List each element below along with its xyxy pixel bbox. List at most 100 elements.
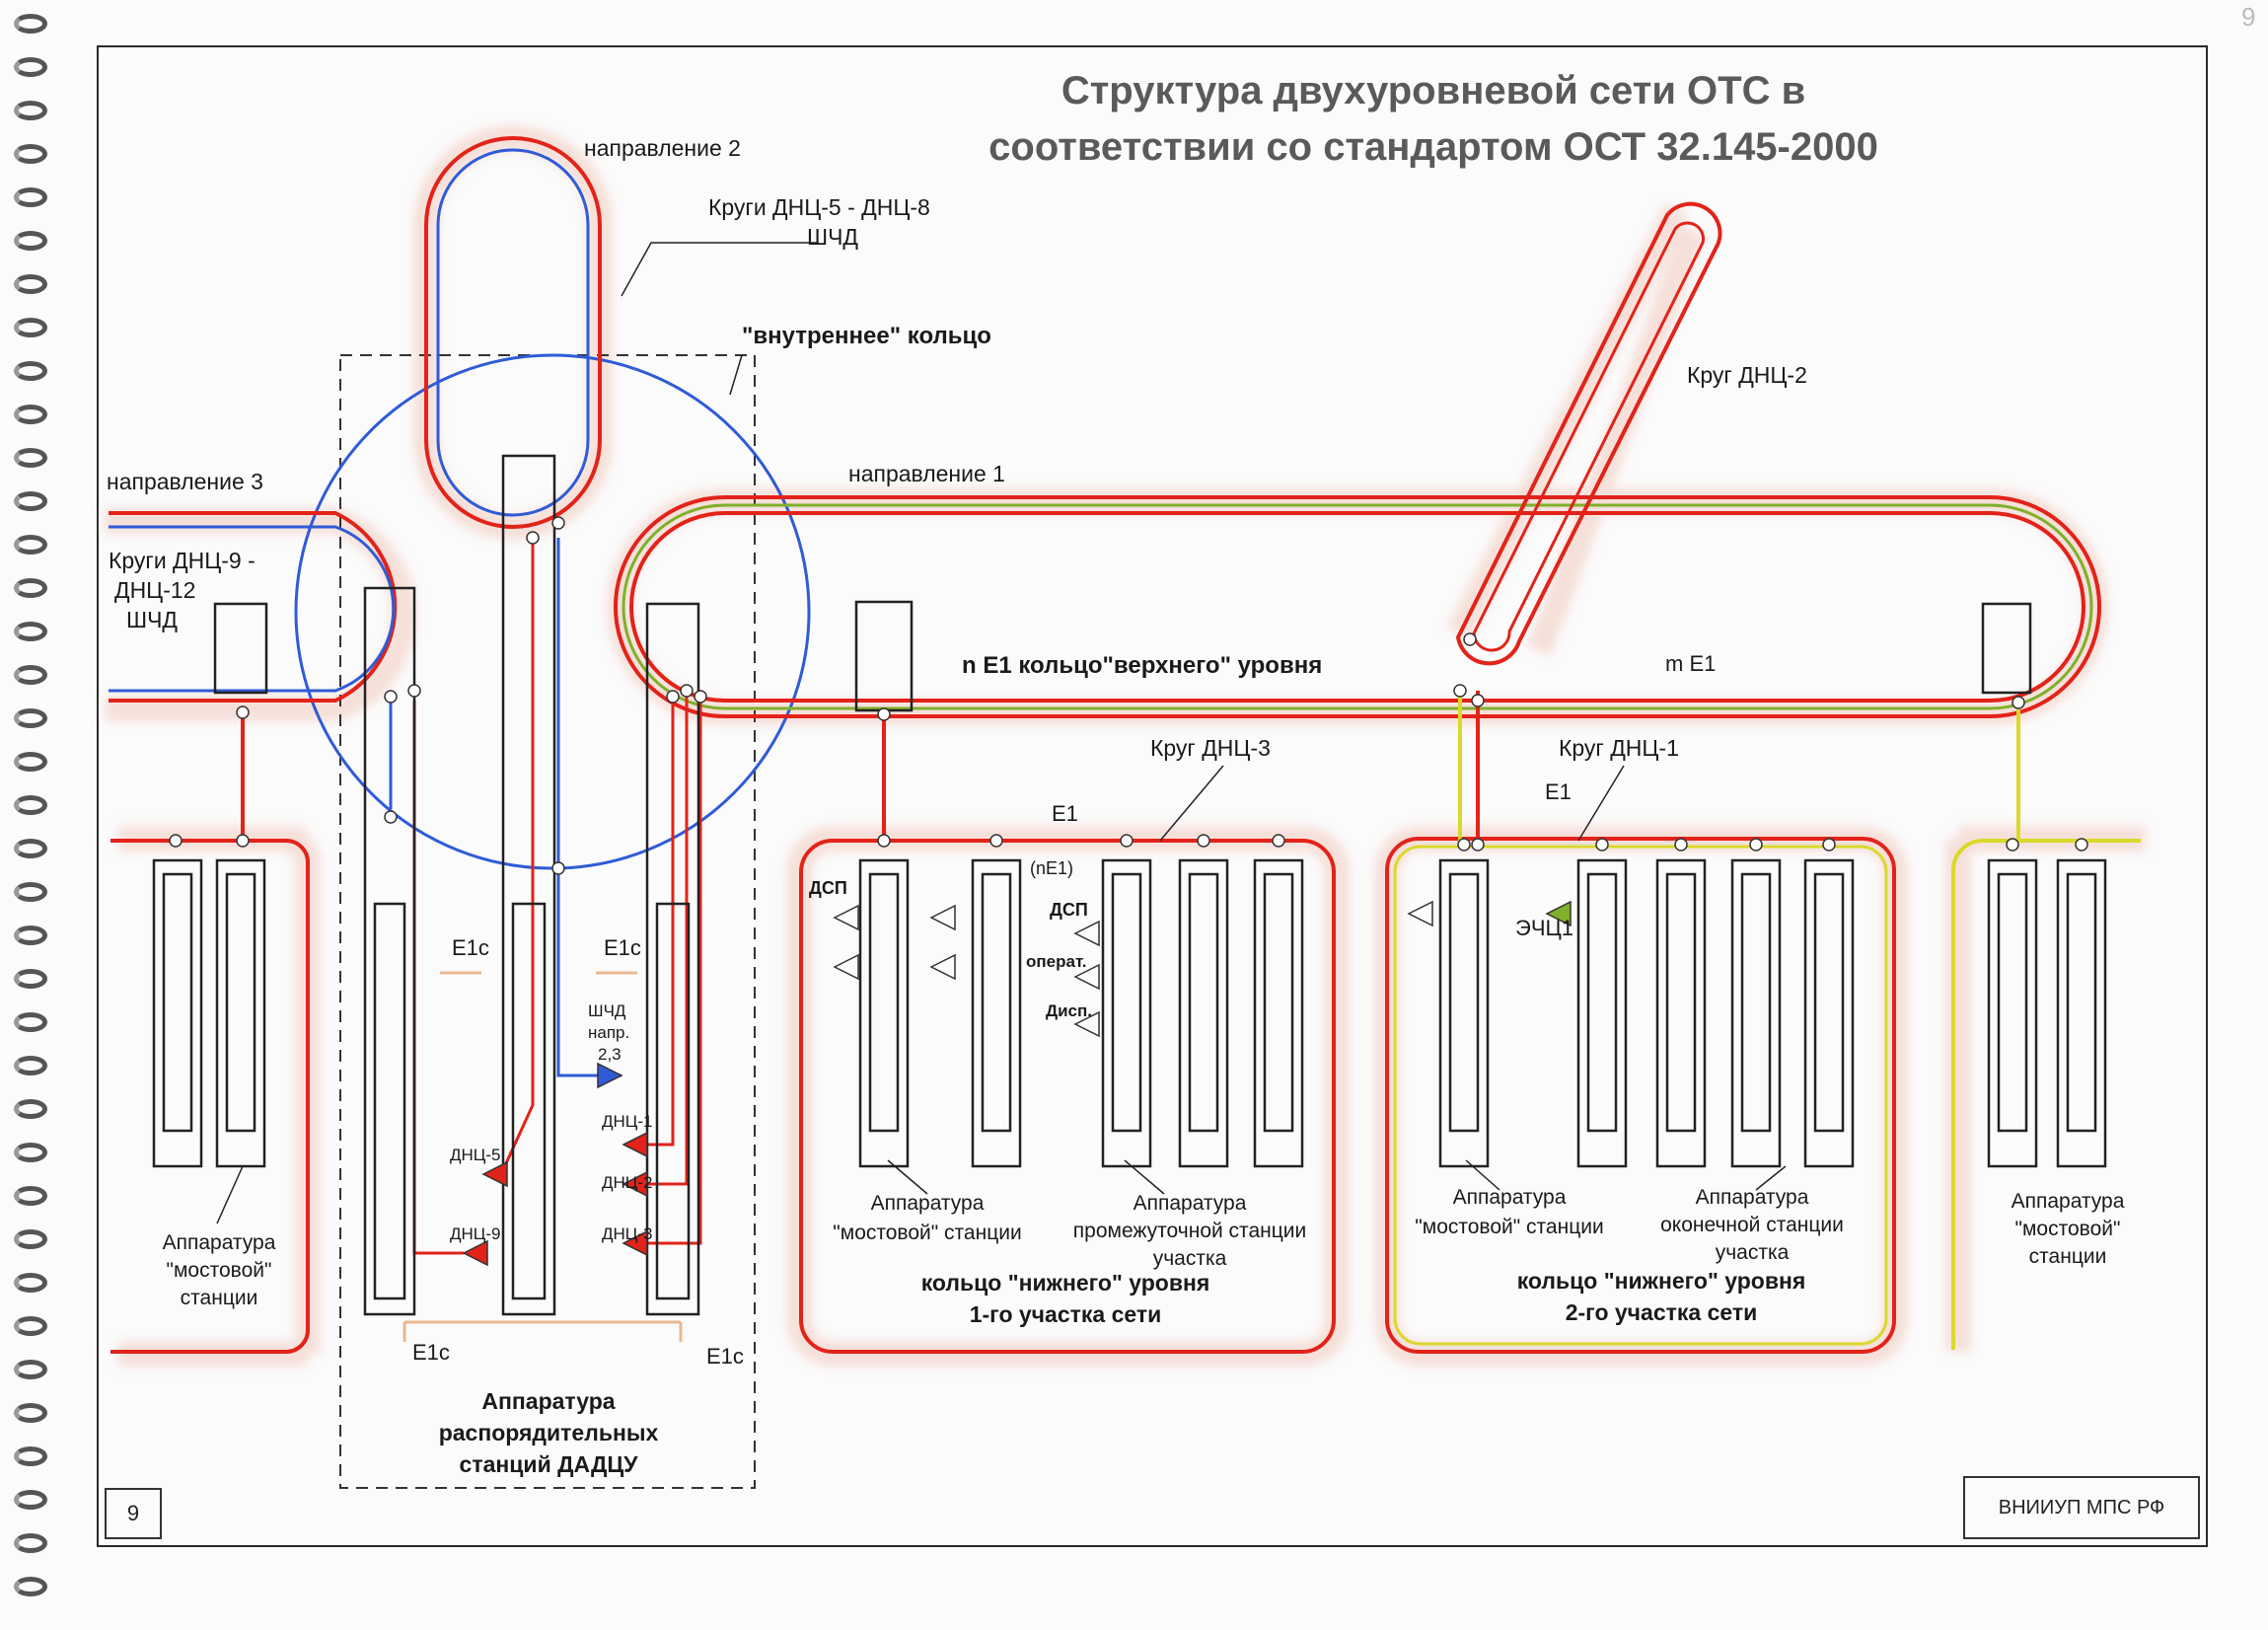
label-e1c-4: E1c	[706, 1344, 744, 1369]
binding-ring	[14, 14, 47, 34]
label-circle-dnc3: Круг ДНЦ-3	[1150, 735, 1271, 761]
binding-ring	[14, 57, 47, 77]
binding-ring	[14, 1056, 47, 1075]
binding-ring	[14, 405, 47, 424]
binding-ring	[14, 491, 47, 511]
label-dnc2: ДНЦ-2	[602, 1173, 652, 1192]
corner-page-number: 9	[2241, 2, 2256, 32]
binding-ring	[14, 622, 47, 641]
label-e1c-2: E1c	[604, 935, 641, 960]
binding-ring	[14, 1533, 47, 1553]
label-shchd-1: ШЧД	[588, 1001, 626, 1020]
binding-ring	[14, 535, 47, 555]
label-e1c-1: E1c	[452, 935, 489, 960]
binding-ring	[14, 1446, 47, 1466]
label-app-disp-2: распорядительных	[439, 1420, 659, 1445]
nodes	[169, 516, 2088, 875]
title-line1: Структура двухуровневой сети ОТС в	[1061, 69, 1805, 112]
page-number-box: 9	[105, 1488, 162, 1539]
label-dnc1: ДНЦ-1	[602, 1112, 652, 1131]
label-circles-912-a: Круги ДНЦ-9 -	[109, 548, 256, 573]
binding-ring	[14, 231, 47, 251]
binding-ring	[14, 1012, 47, 1032]
label-dnc3: ДНЦ-3	[602, 1224, 652, 1243]
binding-ring	[14, 882, 47, 902]
label-lower-ring2-a: кольцо "нижнего" уровня	[1517, 1268, 1806, 1294]
label-e1-a: E1	[1052, 801, 1078, 826]
label-ne1: (nE1)	[1030, 858, 1073, 878]
label-m-e1: m E1	[1665, 651, 1716, 676]
labels: направление 2 Круги ДНЦ-5 - ДНЦ-8 ШЧД "в…	[107, 135, 2125, 1477]
binding-ring	[14, 1229, 47, 1249]
label-e1c-3: E1c	[412, 1340, 450, 1365]
inner-ring	[294, 353, 811, 870]
title-line2: соответствии со стандартом ОСТ 32.145-20…	[988, 125, 1878, 169]
ring-direction-2	[424, 136, 602, 529]
lower-ring-2	[1385, 837, 1896, 1354]
binding-ring	[14, 101, 47, 120]
label-app-term-2: оконечной станции	[1660, 1214, 1844, 1236]
label-shchd-3: 2,3	[598, 1045, 622, 1064]
label-dir1: направление 1	[848, 461, 1005, 486]
binding-ring	[14, 1360, 47, 1379]
label-app-bridge-s1: Аппаратура	[871, 1192, 985, 1215]
label-app-bridge-left-3: станции	[181, 1287, 258, 1309]
label-app-bridge-s2: Аппаратура	[1453, 1186, 1567, 1209]
label-app-bridge-right-1: Аппаратура	[2012, 1190, 2125, 1213]
label-circle-dnc1: Круг ДНЦ-1	[1559, 735, 1679, 761]
label-app-term-1: Аппаратура	[1696, 1186, 1809, 1209]
binding-ring	[14, 1316, 47, 1336]
label-dsp-b: ДСП	[1050, 900, 1088, 920]
label-dnc5: ДНЦ-5	[450, 1146, 500, 1164]
upper-level-ring	[614, 495, 2101, 718]
label-inner-ring: "внутреннее" кольцо	[742, 323, 991, 349]
binding-ring	[14, 1273, 47, 1293]
label-operat: операт.	[1026, 952, 1087, 971]
label-e1-b: E1	[1545, 779, 1572, 804]
binding-ring	[14, 318, 47, 337]
binding-ring	[14, 1490, 47, 1510]
label-circles-912-c: ШЧД	[126, 607, 178, 632]
spiral-binding	[0, 0, 69, 1630]
binding-ring	[14, 578, 47, 598]
binding-ring	[14, 448, 47, 468]
label-dir2: направление 2	[584, 135, 741, 161]
binding-ring	[14, 187, 47, 207]
terminal-arrows	[462, 900, 1572, 1267]
organization-box: ВНИИУП МПС РФ	[1963, 1476, 2200, 1539]
binding-ring	[14, 361, 47, 381]
binding-ring	[14, 795, 47, 815]
e1c-links	[402, 971, 683, 1342]
binding-ring	[14, 144, 47, 164]
label-disp: Дисп.	[1046, 1001, 1092, 1020]
binding-ring	[14, 665, 47, 685]
drop-lines	[241, 691, 2020, 841]
label-app-bridge-right-3: станции	[2029, 1245, 2107, 1268]
page-frame	[97, 45, 2208, 1547]
label-dnc9: ДНЦ-9	[450, 1224, 500, 1243]
label-lower-ring2-b: 2-го участка сети	[1566, 1299, 1758, 1325]
label-shchd-2: напр.	[588, 1023, 629, 1042]
label-app-bridge-right-2: "мостовой"	[2015, 1218, 2121, 1240]
left-bridge-branch	[110, 839, 310, 1354]
binding-ring	[14, 752, 47, 772]
label-echc: ЭЧЦ1	[1515, 916, 1573, 940]
binding-ring	[14, 969, 47, 989]
label-circles-58-a: Круги ДНЦ-5 - ДНЦ-8	[708, 194, 930, 220]
label-app-bridge-left-1: Аппаратура	[163, 1231, 276, 1254]
label-app-disp-3: станций ДАДЦУ	[460, 1451, 639, 1477]
station-racks	[152, 454, 2107, 1316]
label-app-inter-1: Аппаратура	[1134, 1192, 1247, 1215]
label-upper-ring: n E1 кольцо"верхнего" уровня	[962, 652, 1322, 679]
label-lower-ring1-a: кольцо "нижнего" уровня	[921, 1270, 1210, 1296]
label-app-bridge-s2b: "мостовой" станции	[1415, 1216, 1603, 1238]
label-app-inter-3: участка	[1153, 1247, 1227, 1270]
binding-ring	[14, 274, 47, 294]
label-dir3: направление 3	[107, 469, 263, 494]
binding-ring	[14, 926, 47, 945]
label-app-term-3: участка	[1716, 1241, 1790, 1264]
label-dsp-a: ДСП	[809, 878, 847, 898]
binding-ring	[14, 1577, 47, 1596]
label-circles-58-b: ШЧД	[807, 224, 858, 250]
